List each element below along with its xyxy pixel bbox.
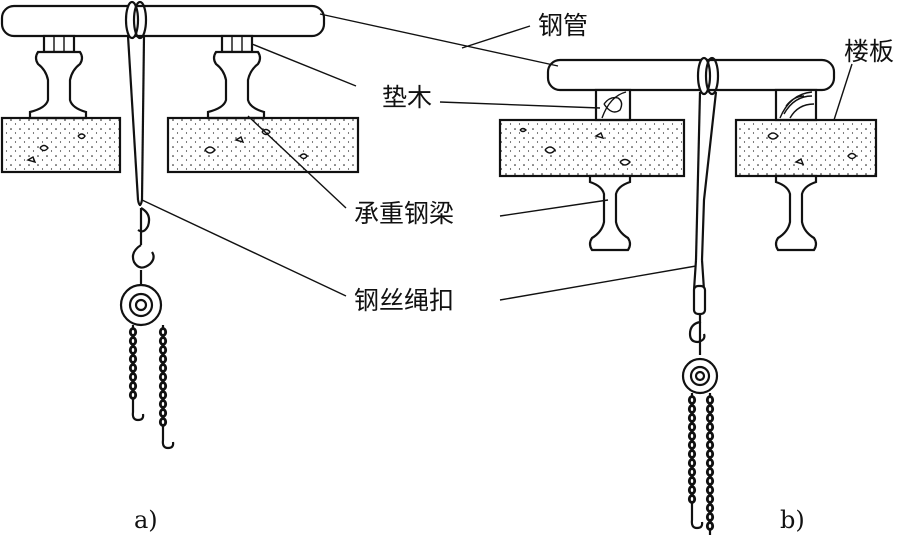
- chain-a-right: [158, 325, 175, 450]
- chain-link-hole: [708, 497, 712, 501]
- chain-link-hole: [708, 398, 712, 402]
- chain-hoist-b: [681, 357, 719, 395]
- wood-pad-a-left: [42, 34, 76, 54]
- chain-link-hole: [708, 416, 712, 420]
- chain-hoist-a: [119, 270, 163, 327]
- floor-slab-b-left: [498, 118, 686, 178]
- chain-link-hole: [690, 452, 694, 456]
- chain-link-hole: [708, 407, 712, 411]
- floor-slab-b-right: [734, 118, 878, 178]
- load-beam-b-right: [774, 174, 818, 252]
- chain-link-hole: [161, 375, 165, 379]
- leader-load-beam-b: [499, 199, 609, 217]
- steel-pipe-b: [546, 58, 836, 92]
- leader-wood-pad-a: [251, 43, 357, 87]
- chain-link-hole: [690, 443, 694, 447]
- leader-steel-pipe: [319, 13, 559, 67]
- chain-link-hole: [708, 479, 712, 483]
- load-beam-a-right: [206, 50, 266, 120]
- chain-link-hole: [131, 348, 135, 352]
- chain-link-hole: [131, 366, 135, 370]
- chain-link-hole: [708, 434, 712, 438]
- chain-link-hole: [131, 384, 135, 388]
- chain-link-hole: [131, 330, 135, 334]
- leader-wood-pad-b: [439, 101, 601, 109]
- label-steel-pipe: 钢管: [538, 11, 588, 40]
- label-load-beam: 承重钢梁: [354, 199, 454, 228]
- chain-link-hole: [161, 420, 165, 424]
- chain-link-hole: [708, 443, 712, 447]
- chain-b-left: [687, 393, 704, 530]
- chain-link-hole: [131, 375, 135, 379]
- leader-lines: [141, 13, 853, 301]
- leader-wire-rope-b: [499, 265, 697, 301]
- chain-link-hole: [131, 339, 135, 343]
- caption-b: b): [780, 506, 805, 534]
- chain-link-hole: [690, 470, 694, 474]
- load-beam-a-left: [28, 50, 88, 120]
- label-wood-pad: 垫木: [382, 83, 432, 112]
- chain-link-hole: [690, 416, 694, 420]
- chain-link-hole: [690, 425, 694, 429]
- chain-link-hole: [690, 407, 694, 411]
- figure-a: [0, 0, 360, 450]
- chain-link-hole: [161, 339, 165, 343]
- chain-link-hole: [161, 411, 165, 415]
- chain-link-hole: [690, 488, 694, 492]
- chain-link-hole: [708, 425, 712, 429]
- floor-slab-a-right: [166, 116, 360, 174]
- chain-link-hole: [690, 461, 694, 465]
- wire-rope-a: [124, 0, 148, 207]
- hook-b: [688, 284, 707, 355]
- label-floor-slab: 楼板: [844, 37, 894, 66]
- wood-pad-b-right: [774, 88, 818, 122]
- label-wire-rope-clip: 钢丝绳扣: [354, 286, 454, 315]
- wood-pad-b-left: [594, 88, 632, 122]
- leader-wire-rope-a: [141, 199, 347, 297]
- chain-link-hole: [708, 461, 712, 465]
- chain-a-left: [128, 325, 145, 422]
- chain-link-hole: [131, 357, 135, 361]
- load-beam-b-left: [588, 174, 632, 252]
- chain-link-hole: [708, 470, 712, 474]
- chain-link-hole: [161, 348, 165, 352]
- caption-a: a): [134, 506, 158, 534]
- steel-pipe-a: [0, 4, 326, 38]
- chain-link-hole: [690, 434, 694, 438]
- leader-steel-pipe-label: [461, 25, 531, 49]
- chain-link-hole: [131, 393, 135, 397]
- chain-link-hole: [708, 488, 712, 492]
- floor-slab-a-left: [0, 116, 122, 174]
- chain-link-hole: [161, 384, 165, 388]
- chain-link-hole: [161, 402, 165, 406]
- chain-link-hole: [161, 366, 165, 370]
- leader-floor-slab: [833, 63, 853, 121]
- chain-link-hole: [161, 357, 165, 361]
- chain-b-right: [705, 393, 715, 535]
- chain-link-hole: [708, 524, 712, 528]
- chain-link-hole: [708, 452, 712, 456]
- chain-link-hole: [708, 506, 712, 510]
- chain-link-hole: [161, 393, 165, 397]
- chain-link-hole: [690, 398, 694, 402]
- hook-a: [131, 207, 155, 269]
- figure-b: [498, 56, 878, 535]
- chain-link-hole: [690, 497, 694, 501]
- leader-load-beam-a: [247, 115, 347, 209]
- chain-link-hole: [690, 479, 694, 483]
- wire-rope-b: [692, 56, 720, 291]
- chain-link-hole: [708, 515, 712, 519]
- wood-pad-a-right: [220, 34, 254, 54]
- chain-link-hole: [161, 330, 165, 334]
